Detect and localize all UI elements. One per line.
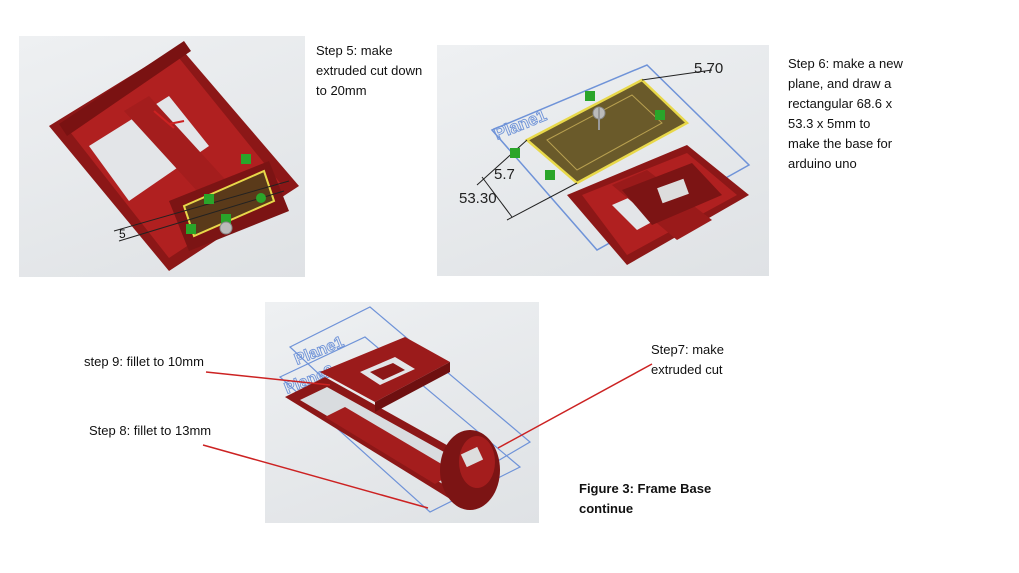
handle-icon — [510, 148, 520, 158]
dimension-length: 53.30 — [459, 190, 497, 207]
caption-step6: Step 6: make a new plane, and draw a rec… — [788, 56, 903, 171]
handle-icon — [204, 194, 214, 204]
handle-icon — [186, 224, 196, 234]
plane1-label: Plane1 — [292, 334, 346, 369]
caption-step5: Step 5: make extruded cut down to 20mm — [316, 43, 423, 98]
cad-view-step6: Plane1 5.70 5.7 53.30 — [437, 45, 769, 276]
plane1-outline — [490, 64, 751, 251]
frame-model-steps-7-9: Plane1 Plane2 — [278, 306, 532, 513]
frame-model-step6: Plane1 5.70 5.7 53.30 — [459, 60, 751, 265]
caption-step9: step 9: fillet to 10mm — [84, 354, 204, 369]
handle-icon — [241, 154, 251, 164]
dimension-top: 5.70 — [694, 60, 723, 77]
dimension-side: 5.7 — [494, 166, 515, 183]
cad-view-steps-7-9: Plane1 Plane2 — [265, 302, 539, 523]
caption-step8: Step 8: fillet to 13mm — [89, 423, 212, 438]
arduino-base-sketch — [524, 78, 690, 185]
cad-view-step5: 5 — [19, 36, 305, 277]
handle-icon — [655, 110, 665, 120]
frame-model-step5: 5 — [49, 41, 299, 271]
handle-icon — [545, 170, 555, 180]
dimension-small: 5 — [119, 227, 126, 241]
frame-back-wall — [59, 41, 191, 136]
figure-title: Figure 3: Frame Base continue — [579, 481, 712, 516]
handle-icon — [221, 214, 231, 224]
caption-step7: Step7: make extruded cut — [651, 342, 724, 377]
handle-icon — [585, 91, 595, 101]
